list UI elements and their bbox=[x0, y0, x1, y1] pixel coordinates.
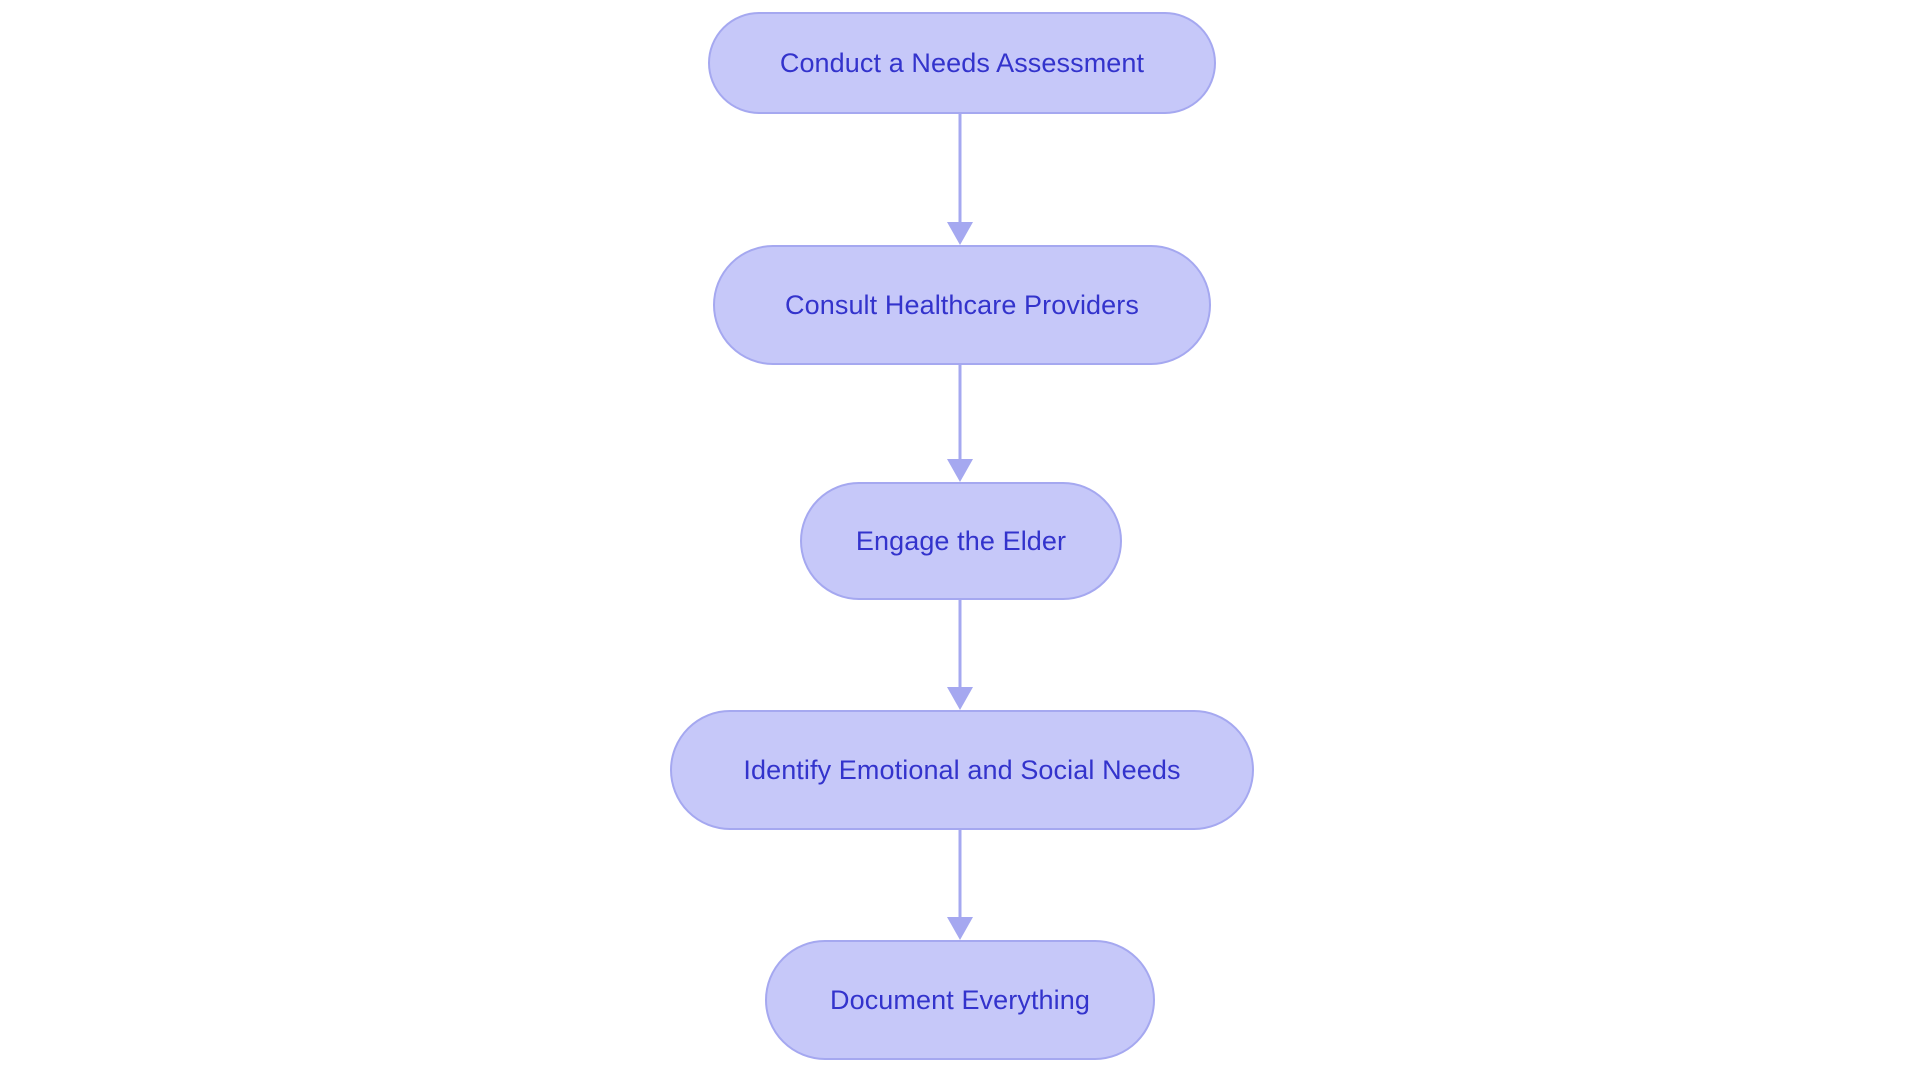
arrow-down-icon bbox=[947, 365, 973, 482]
flow-node-document-everything[interactable]: Document Everything bbox=[765, 940, 1155, 1060]
flow-edge-consult-healthcare-providers-to-engage-the-elder bbox=[947, 365, 973, 482]
flow-edge-identify-emotional-and-social-needs-to-document-everything bbox=[947, 830, 973, 940]
flow-edge-conduct-a-needs-assessment-to-consult-healthcare-providers bbox=[947, 114, 973, 245]
flow-node-label: Engage the Elder bbox=[855, 525, 1067, 556]
flow-node-identify-emotional-and-social-needs[interactable]: Identify Emotional and Social Needs bbox=[670, 710, 1254, 830]
flow-node-engage-the-elder[interactable]: Engage the Elder bbox=[800, 482, 1122, 600]
flow-node-label: Document Everything bbox=[829, 984, 1091, 1015]
flow-node-label: Conduct a Needs Assessment bbox=[779, 47, 1145, 78]
flow-edge-engage-the-elder-to-identify-emotional-and-social-needs bbox=[947, 600, 973, 710]
flow-node-conduct-a-needs-assessment[interactable]: Conduct a Needs Assessment bbox=[708, 12, 1216, 114]
flow-node-consult-healthcare-providers[interactable]: Consult Healthcare Providers bbox=[713, 245, 1211, 365]
flow-node-label: Identify Emotional and Social Needs bbox=[743, 754, 1181, 785]
flow-node-label: Consult Healthcare Providers bbox=[785, 289, 1139, 320]
arrow-down-icon bbox=[947, 114, 973, 245]
arrow-down-icon bbox=[947, 830, 973, 940]
arrow-down-icon bbox=[947, 600, 973, 710]
